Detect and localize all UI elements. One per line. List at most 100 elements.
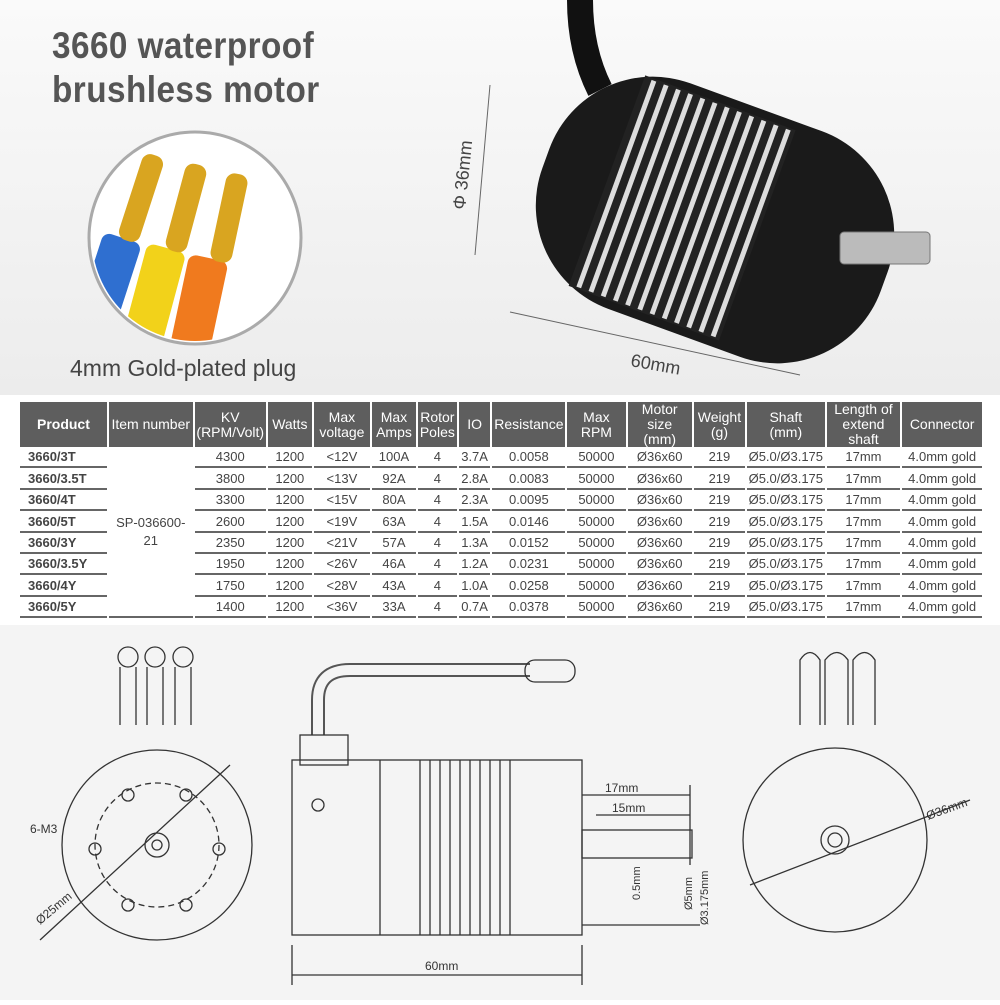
poles-cell: 4 (417, 468, 457, 490)
weight-cell: 219 (693, 468, 745, 490)
header-text: Resistance (494, 416, 564, 432)
weight-cell: 219 (693, 490, 745, 512)
weight-cell: 219 (693, 511, 745, 533)
conn-cell: 4.0mm gold (902, 575, 982, 597)
rpm-cell: 50000 (567, 533, 626, 554)
size-cell: Ø36x60 (627, 597, 692, 619)
header-text: (mm) (769, 423, 803, 440)
product-cell: 3660/5Y (20, 597, 107, 619)
header-text: voltage (319, 423, 365, 440)
kv-cell: 2350 (194, 533, 266, 554)
volt-cell: <36V (313, 597, 370, 619)
product-title: 3660 waterproof brushless motor (52, 24, 320, 112)
title-line-1: 3660 waterproof (52, 25, 315, 66)
res-cell: 0.0146 (492, 511, 566, 533)
amps-cell: 100A (372, 447, 416, 469)
res-cell: 0.0083 (492, 468, 566, 490)
product-cell: 3660/3.5Y (20, 554, 107, 576)
watts-cell: 1200 (267, 468, 312, 490)
watts-cell: 1200 (267, 554, 312, 576)
header-text: KV (220, 408, 240, 425)
kv-cell: 1750 (194, 575, 266, 597)
motor-photo: Φ 36mm 60mm (449, 0, 931, 379)
shaft-d2-label: Ø3.175mm (699, 871, 711, 925)
ext-cell: 17mm (826, 468, 901, 490)
io-cell: 1.5A (458, 511, 491, 533)
watts-cell: 1200 (267, 575, 312, 597)
volt-cell: <26V (313, 554, 370, 576)
rear-diameter-label: Ø36mm (924, 795, 969, 823)
rpm-cell: 50000 (567, 468, 626, 490)
weight-cell: 219 (693, 597, 745, 619)
extend-shaft-label: 17mm (605, 781, 638, 795)
header-text: Connector (909, 416, 975, 432)
poles-cell: 4 (417, 511, 457, 533)
rpm-cell: 50000 (567, 447, 626, 469)
amps-cell: 43A (372, 575, 416, 597)
ext-cell: 17mm (826, 597, 901, 619)
poles-cell: 4 (417, 554, 457, 576)
drawing-length-label: 60mm (425, 959, 458, 973)
diameter-label: Φ 36mm (449, 139, 476, 210)
header-text: (mm) (643, 431, 677, 447)
io-cell: 1.3A (458, 533, 491, 554)
weight-cell: 219 (693, 533, 745, 554)
amps-cell: 92A (372, 468, 416, 490)
conn-cell: 4.0mm gold (902, 597, 982, 619)
io-cell: 0.7A (458, 597, 491, 619)
shaft-cell: Ø5.0/Ø3.175 (746, 447, 825, 469)
res-cell: 0.0258 (492, 575, 566, 597)
header-text: Weight (697, 408, 742, 425)
kv-cell: 3300 (194, 490, 266, 512)
rpm-cell: 50000 (567, 554, 626, 576)
shaft-cell: Ø5.0/Ø3.175 (746, 511, 825, 533)
volt-cell: <28V (313, 575, 370, 597)
header-text: Motor size (641, 401, 678, 432)
header-text: (g) (710, 423, 728, 440)
watts-cell: 1200 (267, 533, 312, 554)
amps-cell: 33A (372, 597, 416, 619)
watts-cell: 1200 (267, 597, 312, 619)
header-text: (RPM/Volt) (196, 423, 265, 440)
column-header: Resistance (492, 402, 566, 447)
volt-cell: <19V (313, 511, 370, 533)
volt-cell: <13V (313, 468, 370, 490)
amps-cell: 57A (372, 533, 416, 554)
shaft-cell: Ø5.0/Ø3.175 (746, 468, 825, 490)
length-label: 60mm (629, 350, 682, 378)
flat-label: 0.5mm (631, 866, 643, 900)
ext-cell: 17mm (826, 490, 901, 512)
item-number-cell: SP-036600-21 (108, 447, 193, 619)
kv-cell: 1400 (194, 597, 266, 619)
product-cell: 3660/3T (20, 447, 107, 469)
shaft-cell: Ø5.0/Ø3.175 (746, 597, 825, 619)
size-cell: Ø36x60 (627, 554, 692, 576)
weight-cell: 219 (693, 447, 745, 469)
amps-cell: 63A (372, 511, 416, 533)
ext-cell: 17mm (826, 554, 901, 576)
conn-cell: 4.0mm gold (902, 468, 982, 490)
poles-cell: 4 (417, 533, 457, 554)
rpm-cell: 50000 (567, 490, 626, 512)
header-text: Item number (111, 416, 191, 432)
product-cell: 3660/4Y (20, 575, 107, 597)
rpm-cell: 50000 (567, 575, 626, 597)
size-cell: Ø36x60 (627, 533, 692, 554)
amps-cell: 80A (372, 490, 416, 512)
size-cell: Ø36x60 (627, 511, 692, 533)
bolt-circle-label: Ø25mm (33, 889, 75, 927)
column-header: Connector (902, 402, 982, 447)
io-cell: 2.8A (458, 468, 491, 490)
title-line-2: brushless motor (52, 69, 320, 110)
column-header: Watts (267, 402, 312, 447)
plug-caption: 4mm Gold-plated plug (70, 355, 297, 381)
amps-cell: 46A (372, 554, 416, 576)
